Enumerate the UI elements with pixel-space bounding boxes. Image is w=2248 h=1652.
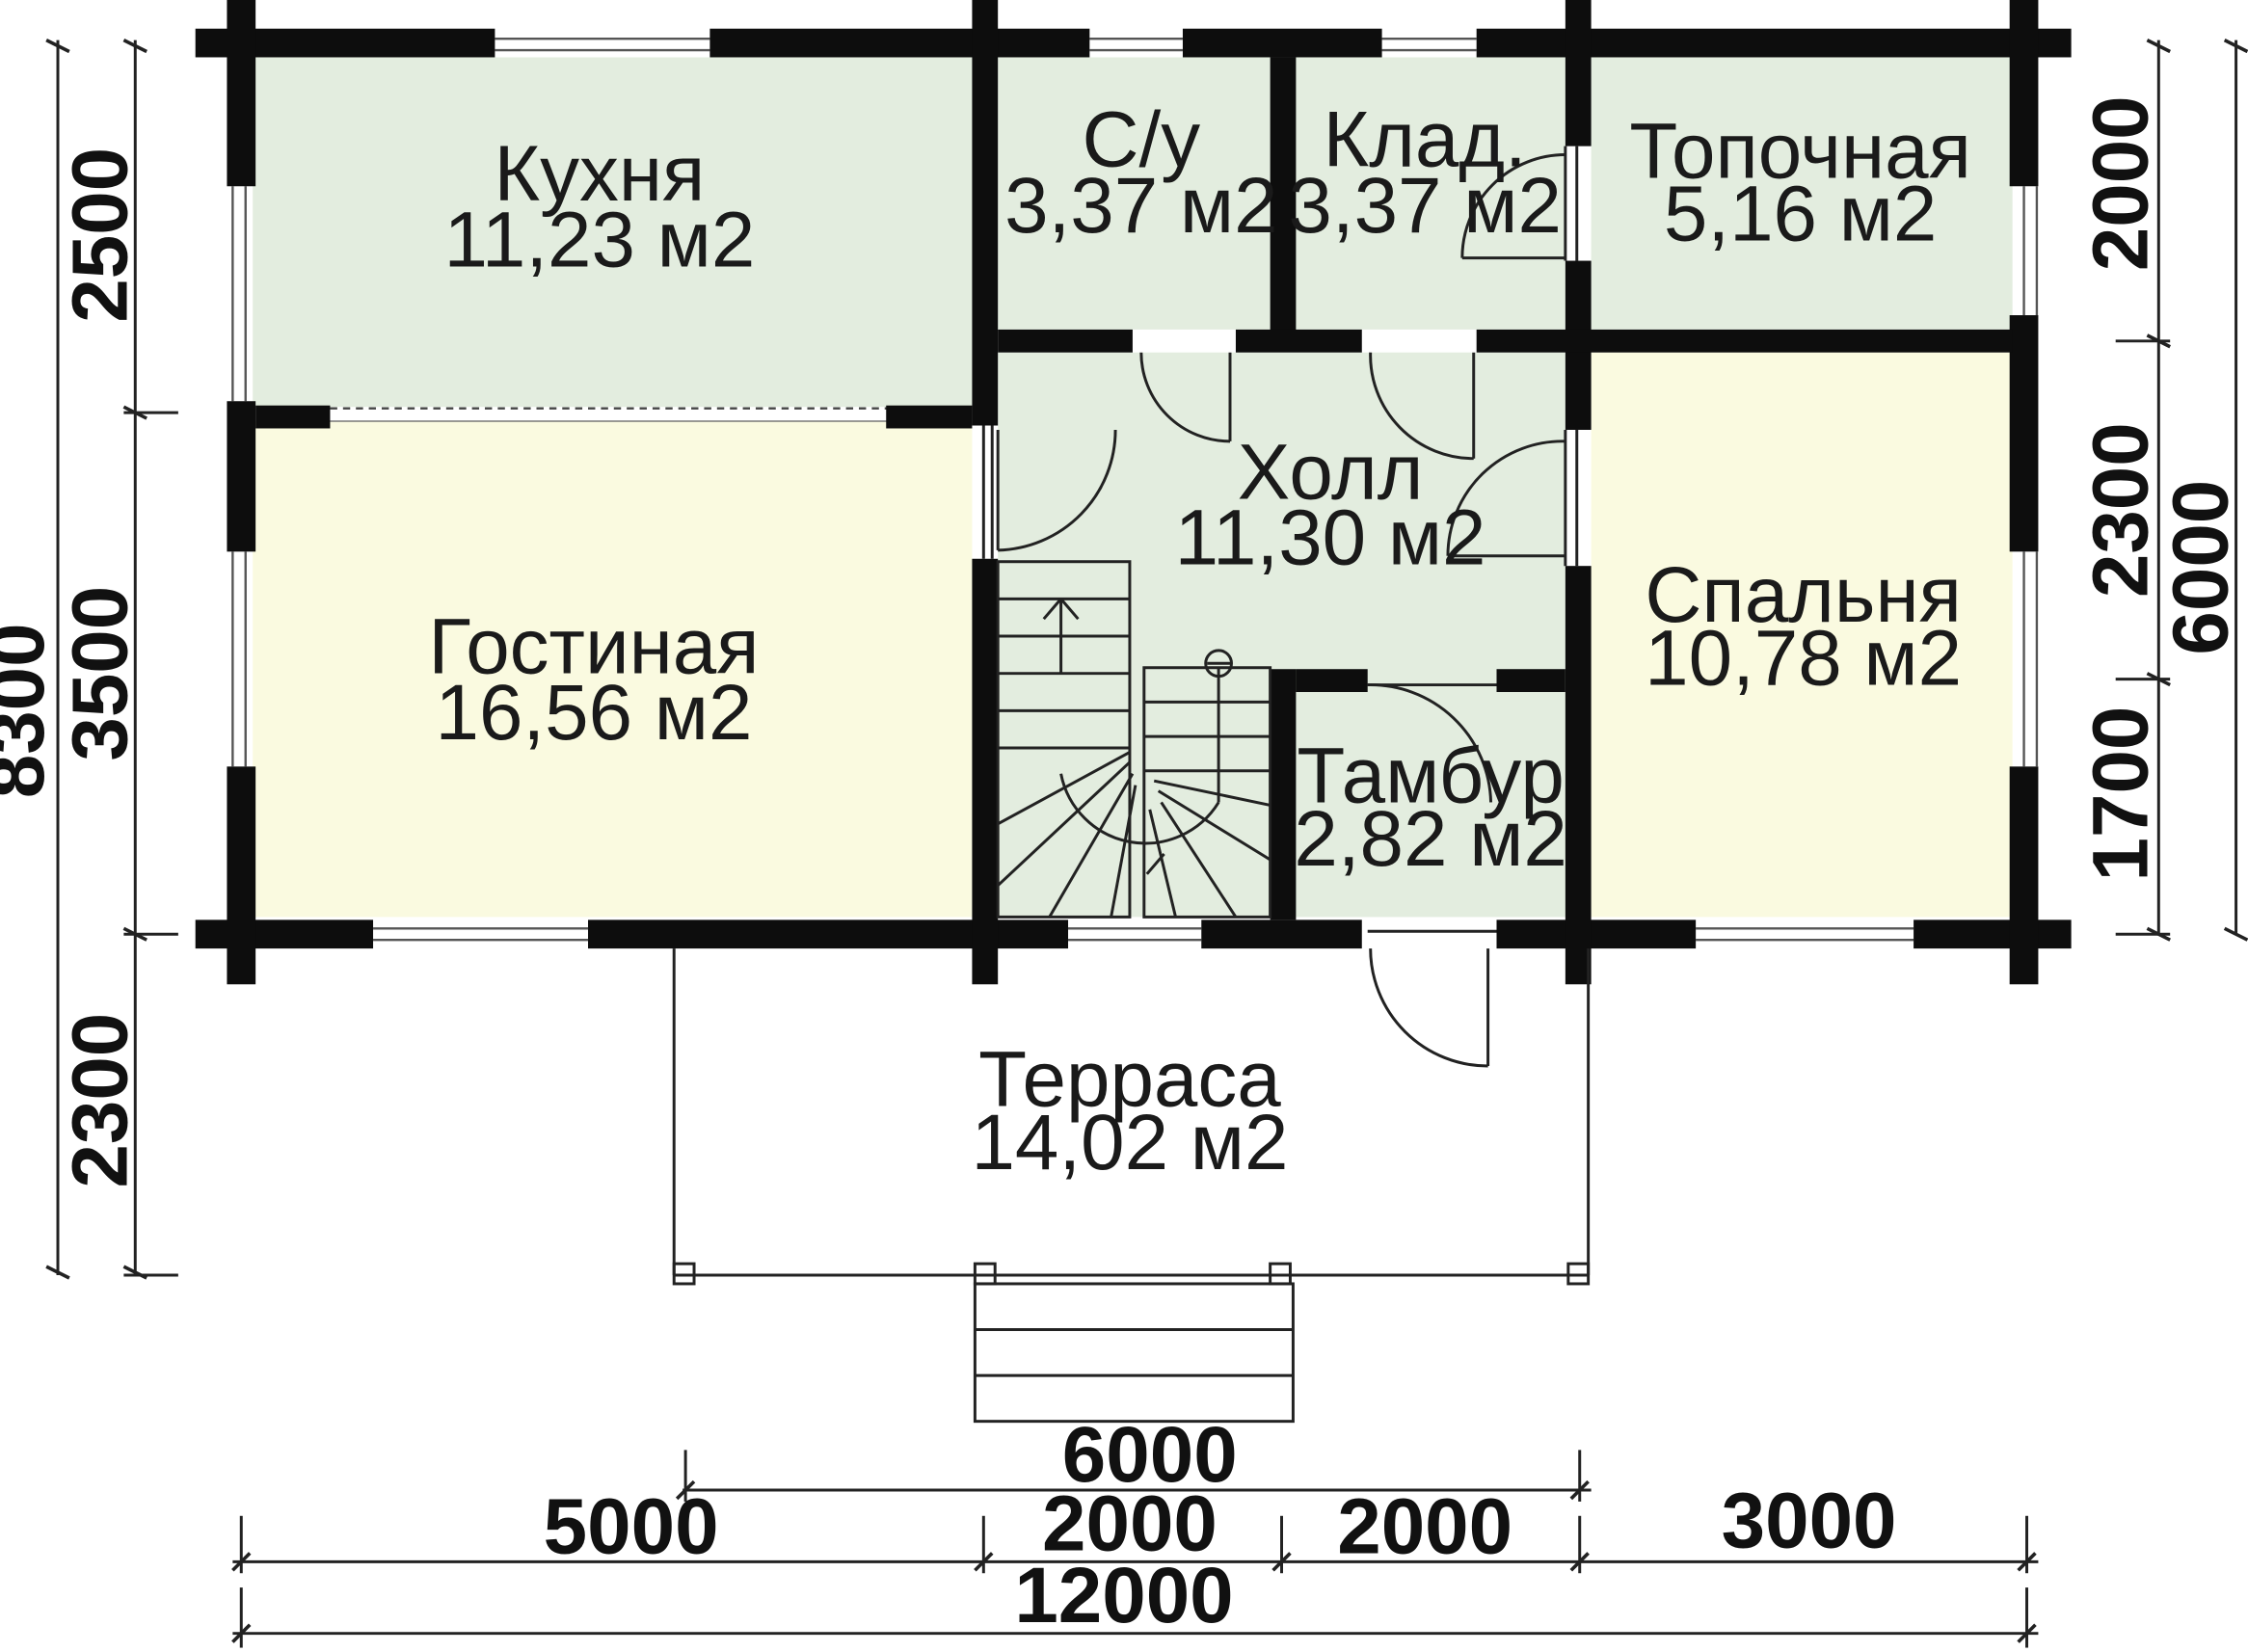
room-name-living: Гостиная: [428, 603, 759, 691]
dim-right-outer: 6000: [2157, 480, 2245, 655]
dim-left-inner-1: 2500: [56, 147, 144, 323]
doors: [981, 146, 1579, 1068]
dim-right-inner-2: 2300: [2076, 422, 2164, 598]
room-area-bedroom: 10,78 м2: [1645, 615, 1962, 703]
dim-right-inner-3: 1700: [2076, 706, 2164, 882]
room-area-terrace: 14,02 м2: [971, 1099, 1288, 1186]
room-name-storage: Клад.: [1324, 95, 1527, 183]
dim-left-inner-3: 2300: [56, 1013, 144, 1188]
room-fill-living: [253, 421, 973, 918]
dim-bottom-total: 12000: [1014, 1552, 1233, 1639]
dimension-lines: [45, 39, 2248, 1648]
dim-bottom-3: 2000: [1337, 1482, 1512, 1570]
room-name-bedroom: Спальня: [1645, 551, 1961, 639]
room-area-storage: 3,37 м2: [1288, 162, 1562, 250]
terrace-outline: [672, 948, 1591, 1424]
room-area-boiler: 5,16 м2: [1664, 171, 1938, 258]
room-fill-bathroom: [998, 57, 1271, 330]
room-name-boiler: Топочная: [1629, 107, 1970, 195]
dim-bottom-2: 2000: [1042, 1479, 1218, 1567]
windows: [231, 37, 2039, 942]
room-fill-vestibule: [1296, 687, 1566, 918]
staircase: [996, 560, 1272, 919]
dim-bottom-1: 5000: [544, 1482, 719, 1570]
walls: [195, 0, 2072, 985]
room-fill-bedroom: [1591, 352, 2013, 918]
room-area-living: 16,56 м2: [435, 669, 752, 757]
dim-bottom-4: 3000: [1722, 1477, 1897, 1564]
dim-bottom-top: 6000: [1062, 1411, 1238, 1499]
room-labels: Кухня 11,23 м2 С/у 3,37 м2 Клад. 3,37 м2…: [428, 95, 1970, 1186]
room-name-terrace: Терраса: [978, 1036, 1281, 1124]
dim-right-inner-1: 2000: [2076, 95, 2164, 271]
room-name-hall: Холл: [1238, 428, 1424, 516]
room-area-bathroom: 3,37 м2: [1004, 162, 1278, 250]
room-area-hall: 11,30 м2: [1175, 494, 1486, 582]
dimension-labels: 8300 2500 3500 2300 2000 2300 1700 6000 …: [0, 95, 2245, 1639]
room-fill-storage: [1296, 57, 1566, 330]
room-name-kitchen: Кухня: [495, 130, 706, 218]
room-name-bathroom: С/у: [1083, 95, 1201, 183]
room-area-kitchen: 11,23 м2: [443, 196, 755, 283]
room-name-vestibule: Тамбур: [1297, 732, 1564, 819]
room-fill-boiler: [1591, 57, 2013, 330]
dim-left-inner-2: 3500: [56, 586, 144, 761]
room-fill-kitchen: [253, 57, 973, 408]
dim-left-outer: 8300: [0, 623, 61, 798]
room-area-vestibule: 2,82 м2: [1294, 795, 1567, 883]
